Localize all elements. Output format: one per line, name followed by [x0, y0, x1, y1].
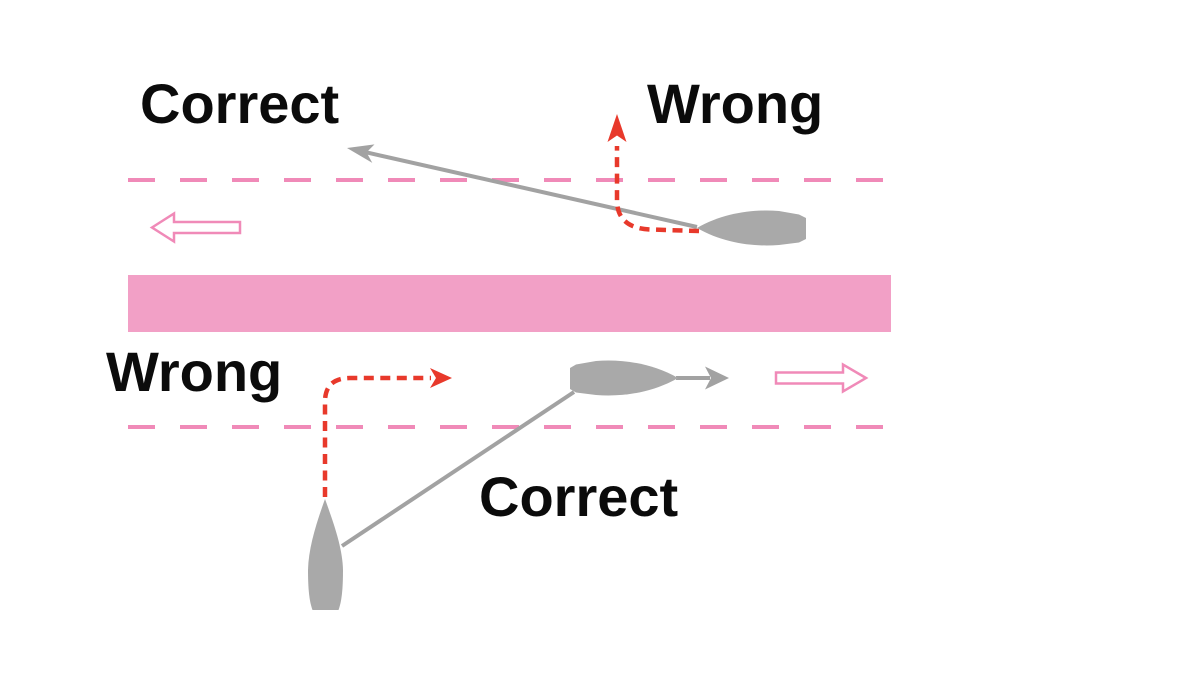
label-correct-lower: Correct	[479, 465, 679, 528]
boat-lower-icon	[308, 499, 343, 610]
boat-upper-icon	[697, 210, 806, 246]
wrong-route-upper-arrow	[607, 114, 700, 234]
correct-route-upper-line	[362, 149, 698, 229]
label-wrong-lower: Wrong	[106, 340, 283, 403]
wrong-route-lower-arrowhead-icon	[430, 368, 452, 388]
wrong-route-upper-dashed-path	[614, 146, 700, 234]
correct-route-lower-trajectory-line	[340, 390, 576, 548]
label-correct-upper: Correct	[140, 72, 340, 135]
lane-traffic-direction-right-arrow-icon	[774, 362, 869, 394]
correct-route-lower-arrowhead-icon	[705, 366, 729, 390]
wrong-route-lower-dashed-path	[322, 375, 431, 497]
correct-route-lower-arrow	[340, 366, 729, 548]
wrong-route-upper-arrowhead-icon	[607, 114, 627, 142]
lane-traffic-direction-left-arrow-icon	[149, 211, 242, 244]
wrong-route-lower-arrow	[322, 368, 452, 497]
correct-route-upper-arrow	[347, 144, 698, 229]
boat-middle-icon	[570, 360, 678, 396]
label-wrong-upper: Wrong	[647, 72, 824, 135]
separation-zone-band	[128, 275, 891, 332]
correct-route-upper-arrowhead-icon	[347, 144, 375, 163]
